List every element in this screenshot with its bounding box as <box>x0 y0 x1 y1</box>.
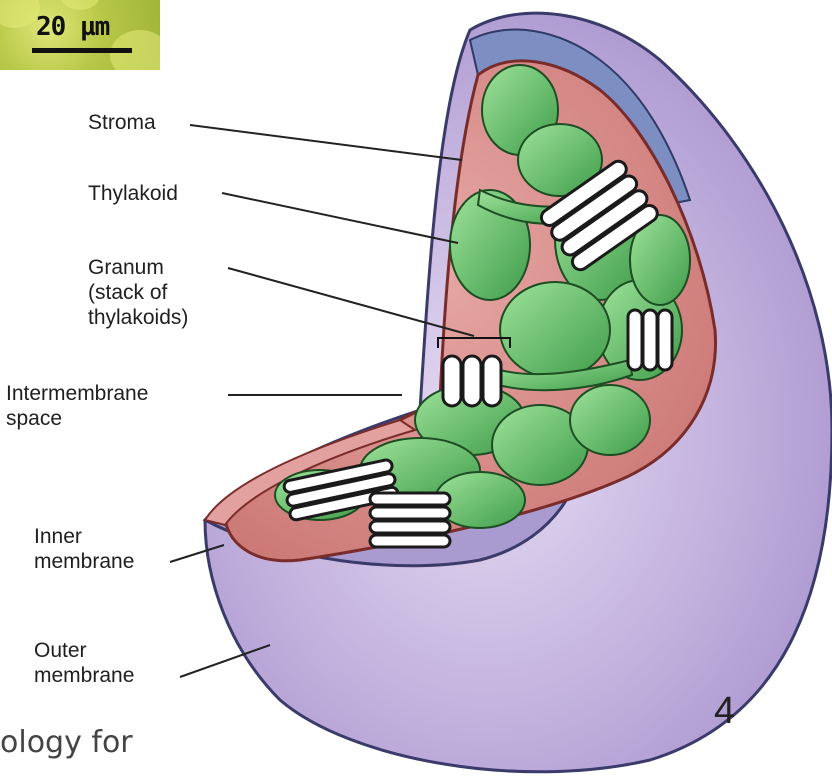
label-granum: Granum (stack of thylakoids) <box>88 255 188 330</box>
label-stroma: Stroma <box>88 110 156 135</box>
page-number: 4 <box>714 690 735 733</box>
label-inner-membrane: Inner membrane <box>34 524 134 574</box>
label-thylakoid: Thylakoid <box>88 181 178 206</box>
footer-text: ology for <box>0 725 133 760</box>
label-intermembrane-space: Intermembrane space <box>6 381 148 431</box>
label-outer-membrane: Outer membrane <box>34 638 134 688</box>
